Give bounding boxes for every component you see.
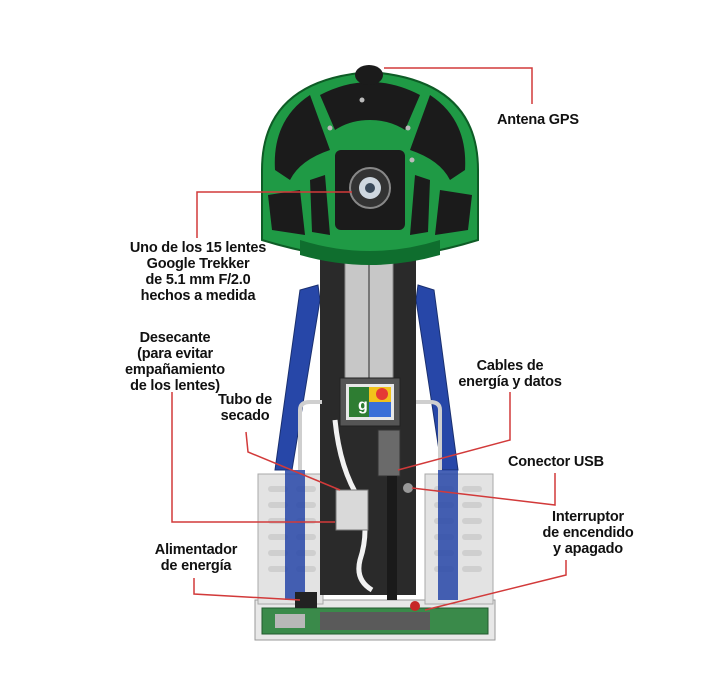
label-desiccant: Desecante (para evitar empañamiento de l…: [125, 330, 225, 394]
gps-antenna: [355, 65, 383, 85]
frame-plate-right: [424, 473, 494, 605]
label-power-switch: Interruptor de encendido y apagado: [542, 509, 634, 557]
label-usb-connector: Conector USB: [508, 454, 604, 470]
label-gps-antenna: Antena GPS: [497, 112, 579, 128]
usb-port: [403, 483, 413, 493]
power-switch: [410, 601, 420, 611]
callout-lines: [171, 67, 567, 611]
label-lens: Uno de los 15 lentes Google Trekker de 5…: [129, 240, 267, 304]
label-cables: Cables de energía y datos: [458, 358, 562, 390]
camera-dome: [261, 70, 479, 260]
desiccant-pack: [335, 489, 369, 531]
power-supply: [295, 592, 317, 608]
label-power-supply: Alimentador de energía: [154, 542, 238, 574]
svg-text:g: g: [358, 397, 368, 414]
label-drying-tube: Tubo de secado: [218, 392, 272, 424]
support-leg-left: [274, 284, 321, 471]
